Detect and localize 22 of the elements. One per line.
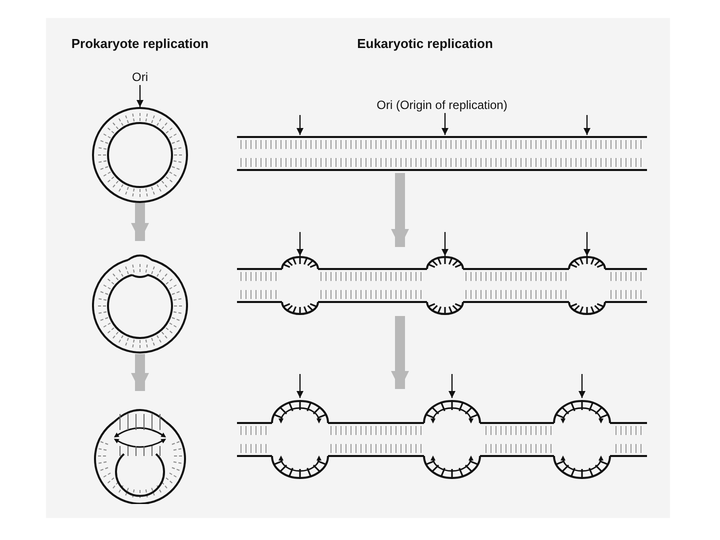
arrow [296, 115, 304, 135]
column-heading: Prokaryote replication [71, 36, 209, 51]
circular-dna-drawing [92, 107, 188, 203]
arrow [442, 232, 448, 256]
arrow [136, 85, 144, 107]
linear-dna-drawing [237, 398, 647, 482]
arrow [296, 232, 304, 256]
arrow [442, 113, 448, 135]
block-arrow [391, 316, 409, 389]
block-arrow [131, 354, 149, 391]
arrow [448, 374, 456, 398]
column-heading: Eukaryotic replication [357, 36, 493, 51]
arrow [578, 374, 586, 398]
linear-dna-drawing [237, 135, 647, 173]
arrow [584, 115, 590, 135]
ori-label: Ori (Origin of replication) [237, 97, 647, 113]
block-arrow [391, 173, 409, 247]
linear-dna-drawing [237, 256, 647, 316]
block-arrow [131, 203, 149, 241]
ori-label: Ori [126, 69, 154, 85]
arrow [296, 374, 304, 398]
arrow [584, 232, 590, 256]
